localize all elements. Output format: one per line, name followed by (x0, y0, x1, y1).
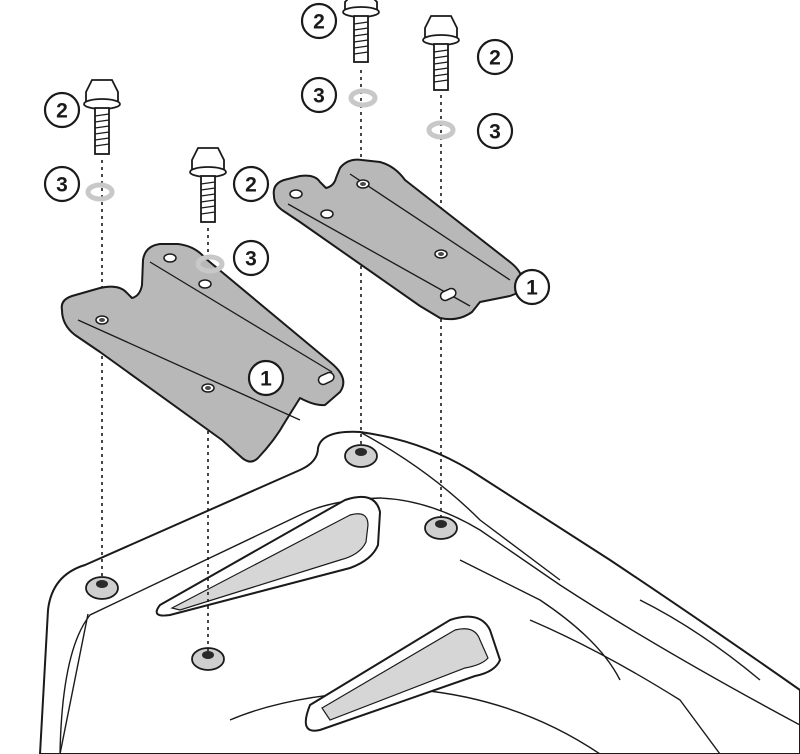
callout-washer-right-inner: 3 (300, 76, 338, 114)
rack-slot-front (155, 496, 382, 617)
svg-text:3: 3 (489, 121, 501, 144)
callout-washer-left-inner: 3 (232, 239, 270, 277)
mounting-plate-left (60, 243, 345, 463)
washer-left-inner (195, 254, 225, 274)
svg-text:3: 3 (56, 174, 68, 197)
svg-text:1: 1 (526, 277, 538, 300)
rear-rack (39, 430, 800, 754)
svg-text:2: 2 (245, 174, 257, 197)
callout-bolt-left-outer: 2 (43, 91, 81, 129)
svg-text:3: 3 (313, 85, 325, 108)
callout-bolt-left-inner: 2 (232, 165, 270, 203)
rack-mounting-boss-3 (344, 444, 378, 468)
washer-left-outer (85, 182, 115, 202)
washer-right-inner (348, 88, 378, 108)
svg-text:2: 2 (313, 11, 325, 34)
bolt-right-inner (342, 0, 380, 63)
mounting-plate-right (272, 158, 524, 321)
svg-text:1: 1 (260, 368, 272, 391)
svg-text:3: 3 (245, 248, 257, 271)
callout-washer-left-outer: 3 (43, 165, 81, 203)
callout-bolt-right-inner: 2 (300, 2, 338, 40)
callout-plate-right: 1 (513, 268, 551, 306)
callout-washer-right-outer: 3 (476, 112, 514, 150)
rack-mounting-boss-4 (424, 516, 458, 540)
callout-bolt-right-outer: 2 (476, 38, 514, 76)
svg-text:2: 2 (489, 47, 501, 70)
rack-slot-rear (304, 615, 502, 732)
bolt-left-inner (189, 147, 227, 223)
bolt-right-outer (422, 15, 460, 91)
washer-right-outer (426, 120, 456, 140)
bolt-left-outer (83, 79, 121, 155)
rack-mounting-boss-2 (191, 647, 225, 671)
callout-plate-left: 1 (247, 359, 285, 397)
rack-mounting-boss-1 (85, 576, 119, 600)
svg-text:2: 2 (56, 100, 68, 123)
